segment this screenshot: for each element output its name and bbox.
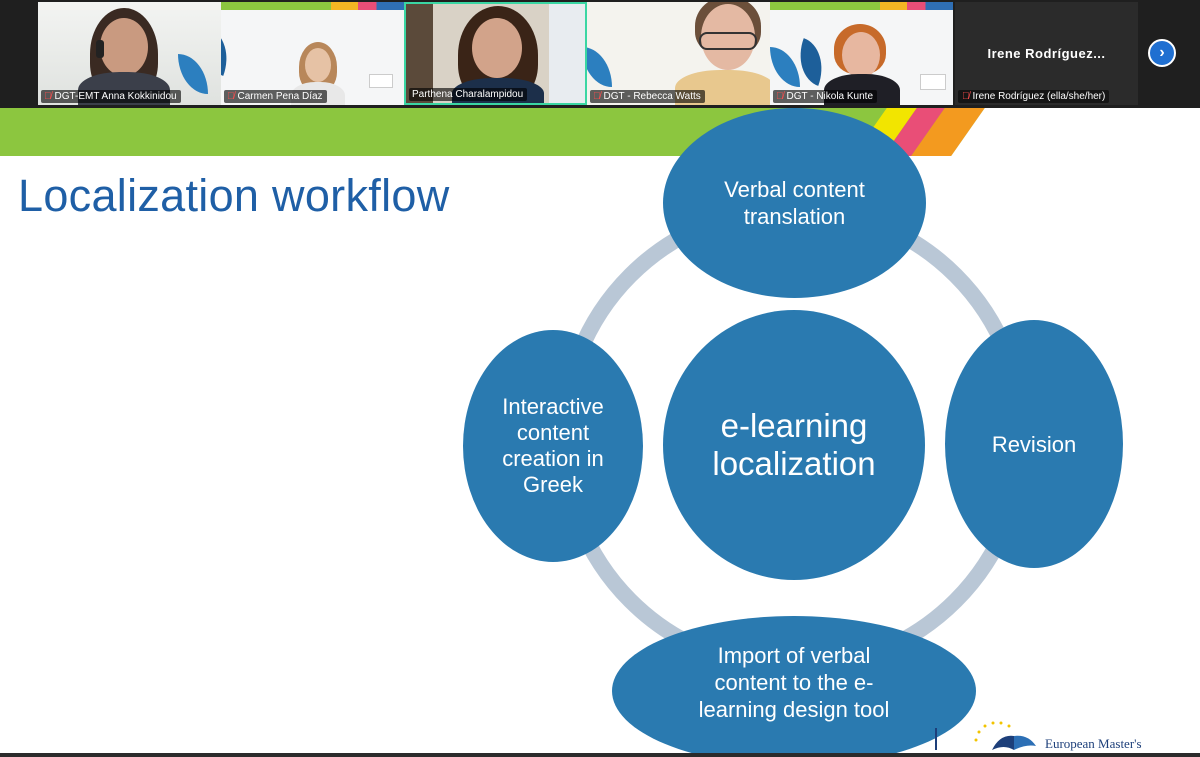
participant-nameplate: Parthena Charalampidou bbox=[409, 88, 528, 101]
footer-divider bbox=[935, 728, 937, 750]
slide-title: Localization workflow bbox=[18, 170, 450, 221]
video-feed bbox=[38, 2, 221, 105]
participant-tile[interactable]: 🎙̸ DGT - Nikola Kunte bbox=[770, 2, 953, 105]
participant-display-name: Irene Rodríguez... bbox=[987, 46, 1106, 61]
node-line: learning design tool bbox=[698, 696, 890, 722]
center-line: e-learning bbox=[720, 407, 868, 444]
participant-nameplate: 🎙̸ DGT - Nikola Kunte bbox=[773, 90, 878, 103]
mic-off-icon: 🎙̸ bbox=[962, 90, 970, 102]
footer-brand: European Master's bbox=[1045, 736, 1142, 751]
center-line: localization bbox=[712, 445, 876, 482]
center-node: e-learning localization bbox=[663, 310, 925, 580]
window-bottom-edge bbox=[0, 753, 1200, 757]
slide-header-band bbox=[0, 108, 1200, 156]
chevron-right-icon: › bbox=[1159, 44, 1165, 61]
video-feed bbox=[770, 2, 953, 105]
emt-logo: European Master's bbox=[970, 720, 1200, 753]
shared-slide: Localization workflow e-learning localiz… bbox=[0, 108, 1200, 753]
participant-tile[interactable]: 🎙̸ DGT-EMT Anna Kokkinidou bbox=[38, 2, 221, 105]
participant-tile-active-speaker[interactable]: Parthena Charalampidou bbox=[404, 2, 587, 105]
node-revision: Revision bbox=[945, 320, 1123, 568]
video-feed bbox=[221, 2, 404, 105]
node-line: content to the e- bbox=[714, 669, 874, 695]
node-line: Verbal content bbox=[724, 177, 865, 202]
node-line: creation in bbox=[502, 446, 604, 471]
mic-off-icon: 🎙̸ bbox=[227, 90, 235, 102]
participant-tile[interactable]: 🎙̸ Carmen Pena Díaz bbox=[221, 2, 404, 105]
node-line: Interactive bbox=[502, 394, 604, 419]
mic-off-icon: 🎙̸ bbox=[44, 90, 52, 102]
participant-name: DGT - Rebecca Watts bbox=[603, 91, 701, 102]
node-line: Greek bbox=[523, 472, 583, 497]
video-feed bbox=[587, 2, 770, 105]
participant-name: Irene Rodríguez (ella/she/her) bbox=[972, 91, 1106, 102]
participant-nameplate: 🎙̸ DGT-EMT Anna Kokkinidou bbox=[41, 90, 181, 103]
participant-name: DGT - Nikola Kunte bbox=[786, 91, 874, 102]
participant-tile[interactable]: 🎙̸ DGT - Rebecca Watts bbox=[587, 2, 770, 105]
node-line: content bbox=[516, 420, 590, 445]
participant-name: DGT-EMT Anna Kokkinidou bbox=[54, 91, 177, 102]
book-logo-icon bbox=[974, 721, 1036, 750]
mic-off-icon: 🎙̸ bbox=[593, 90, 601, 102]
participant-name: Carmen Pena Díaz bbox=[237, 91, 323, 102]
node-interactive-creation: Interactive content creation in Greek bbox=[463, 330, 643, 562]
node-line: Import of verbal bbox=[717, 642, 871, 668]
node-import: Import of verbal content to the e- learn… bbox=[612, 616, 976, 753]
participant-nameplate: 🎙̸ Irene Rodríguez (ella/she/her) bbox=[958, 90, 1110, 103]
next-participants-button[interactable]: › bbox=[1148, 39, 1176, 67]
banner-stripe bbox=[770, 2, 953, 10]
node-line: Revision bbox=[991, 431, 1077, 457]
node-line: translation bbox=[743, 204, 846, 229]
node-verbal-translation: Verbal content translation bbox=[663, 108, 926, 298]
mic-off-icon: 🎙̸ bbox=[776, 90, 784, 102]
participant-strip: 🎙̸ DGT-EMT Anna Kokkinidou 🎙̸ Carmen Pen… bbox=[0, 0, 1200, 108]
banner-stripe bbox=[221, 2, 404, 10]
participant-nameplate: 🎙̸ Carmen Pena Díaz bbox=[224, 90, 327, 103]
participant-nameplate: 🎙̸ DGT - Rebecca Watts bbox=[590, 90, 705, 103]
participant-name: Parthena Charalampidou bbox=[412, 89, 524, 100]
participant-tile-video-off[interactable]: Irene Rodríguez... 🎙̸ Irene Rodríguez (e… bbox=[955, 2, 1138, 105]
